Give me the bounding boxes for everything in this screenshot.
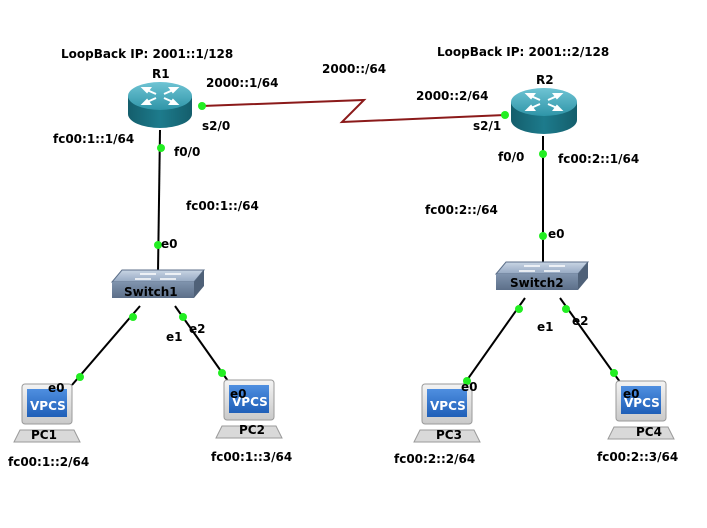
pc2-e0-port-label: e0 (230, 387, 247, 401)
pc-2-badge: VPCS (232, 395, 268, 409)
port-indicator-sw1-e1 (129, 313, 137, 321)
router-r1[interactable]: R1 (128, 67, 192, 128)
r2-s2-1-ip-label: 2000::2/64 (416, 89, 488, 103)
port-indicator-pc4-e0 (610, 369, 618, 377)
port-indicator-r1-s2-0 (198, 102, 206, 110)
pc4-e0-port-label: e0 (623, 387, 640, 401)
router-r2-loopback-label: LoopBack IP: 2001::2/128 (437, 45, 609, 59)
wan-network-label: 2000::/64 (322, 62, 386, 76)
r2-s2-1-port-label: s2/1 (473, 119, 501, 133)
port-indicator-sw2-e1 (515, 305, 523, 313)
r1-f0-0-port-label: f0/0 (174, 145, 200, 159)
router-icon (128, 82, 192, 128)
sw2-e2-port-label: e2 (572, 314, 589, 328)
port-indicator-sw2-e0 (539, 232, 547, 240)
router-r1-loopback-label: LoopBack IP: 2001::1/128 (61, 47, 233, 61)
router-r2-name: R2 (536, 73, 554, 87)
r1-f0-0-ip-label: fc00:1::1/64 (53, 132, 134, 146)
port-indicator-sw1-e0 (154, 241, 162, 249)
pc-1-name: PC1 (31, 428, 57, 442)
pc1-ip-label: fc00:1::2/64 (8, 455, 89, 469)
port-indicator-r2-f0-0 (539, 150, 547, 158)
serial-link-r1-r2[interactable] (201, 98, 506, 124)
link-switch2-pc4[interactable] (559, 297, 621, 383)
router-r2[interactable]: R2 (511, 73, 577, 134)
port-indicator-pc2-e0 (218, 369, 226, 377)
pc-2[interactable]: VPCS PC2 (215, 379, 283, 439)
pc2-ip-label: fc00:1::3/64 (211, 450, 292, 464)
port-indicator-r2-s2-1 (501, 111, 509, 119)
switch-1[interactable]: Switch1 (110, 269, 206, 299)
port-indicator-sw1-e2 (179, 313, 187, 321)
link-switch1-pc1[interactable] (71, 305, 141, 386)
pc-1-badge: VPCS (30, 399, 66, 413)
switch-icon (110, 269, 206, 298)
pc-3-badge: VPCS (430, 399, 466, 413)
vpcs-monitor-icon (215, 379, 283, 439)
router-icon (511, 88, 577, 134)
pc-2-name: PC2 (239, 423, 265, 437)
pc-4-name: PC4 (636, 425, 662, 439)
sw2-e0-port-label: e0 (548, 227, 565, 241)
r2-f0-0-port-label: f0/0 (498, 150, 524, 164)
r1-s2-0-port-label: s2/0 (202, 119, 230, 133)
sw1-e2-port-label: e2 (189, 322, 206, 336)
lan1-network-label: fc00:1::/64 (186, 199, 259, 213)
r2-f0-0-ip-label: fc00:2::1/64 (558, 152, 639, 166)
vpcs-monitor-icon (413, 383, 481, 443)
pc4-ip-label: fc00:2::3/64 (597, 450, 678, 464)
lan2-network-label: fc00:2::/64 (425, 203, 498, 217)
port-indicator-pc1-e0 (76, 373, 84, 381)
vpcs-monitor-icon (607, 380, 675, 440)
switch-2[interactable]: Switch2 (494, 261, 590, 290)
switch-2-name: Switch2 (510, 276, 564, 290)
pc-3[interactable]: VPCS PC3 (413, 383, 481, 443)
pc3-ip-label: fc00:2::2/64 (394, 452, 475, 466)
port-indicator-pc3-e0 (463, 377, 471, 385)
port-indicator-sw2-e2 (562, 305, 570, 313)
switch-1-name: Switch1 (124, 285, 178, 299)
sw1-e0-port-label: e0 (161, 237, 178, 251)
router-r1-name: R1 (152, 67, 170, 81)
pc-3-name: PC3 (436, 428, 462, 442)
sw2-e1-port-label: e1 (537, 320, 554, 334)
pc1-e0-port-label: e0 (48, 381, 65, 395)
r1-s2-0-ip-label: 2000::1/64 (206, 76, 278, 90)
vpcs-monitor-icon (13, 383, 81, 443)
pc-4[interactable]: VPCS PC4 (607, 380, 675, 440)
pc3-e0-port-label: e0 (461, 380, 478, 394)
switch-icon (494, 261, 590, 290)
pc-1[interactable]: VPCS PC1 (13, 383, 81, 443)
pc-4-badge: VPCS (624, 396, 660, 410)
port-indicator-r1-f0-0 (157, 144, 165, 152)
sw1-e1-port-label: e1 (166, 330, 183, 344)
link-switch2-pc3[interactable] (459, 297, 526, 391)
